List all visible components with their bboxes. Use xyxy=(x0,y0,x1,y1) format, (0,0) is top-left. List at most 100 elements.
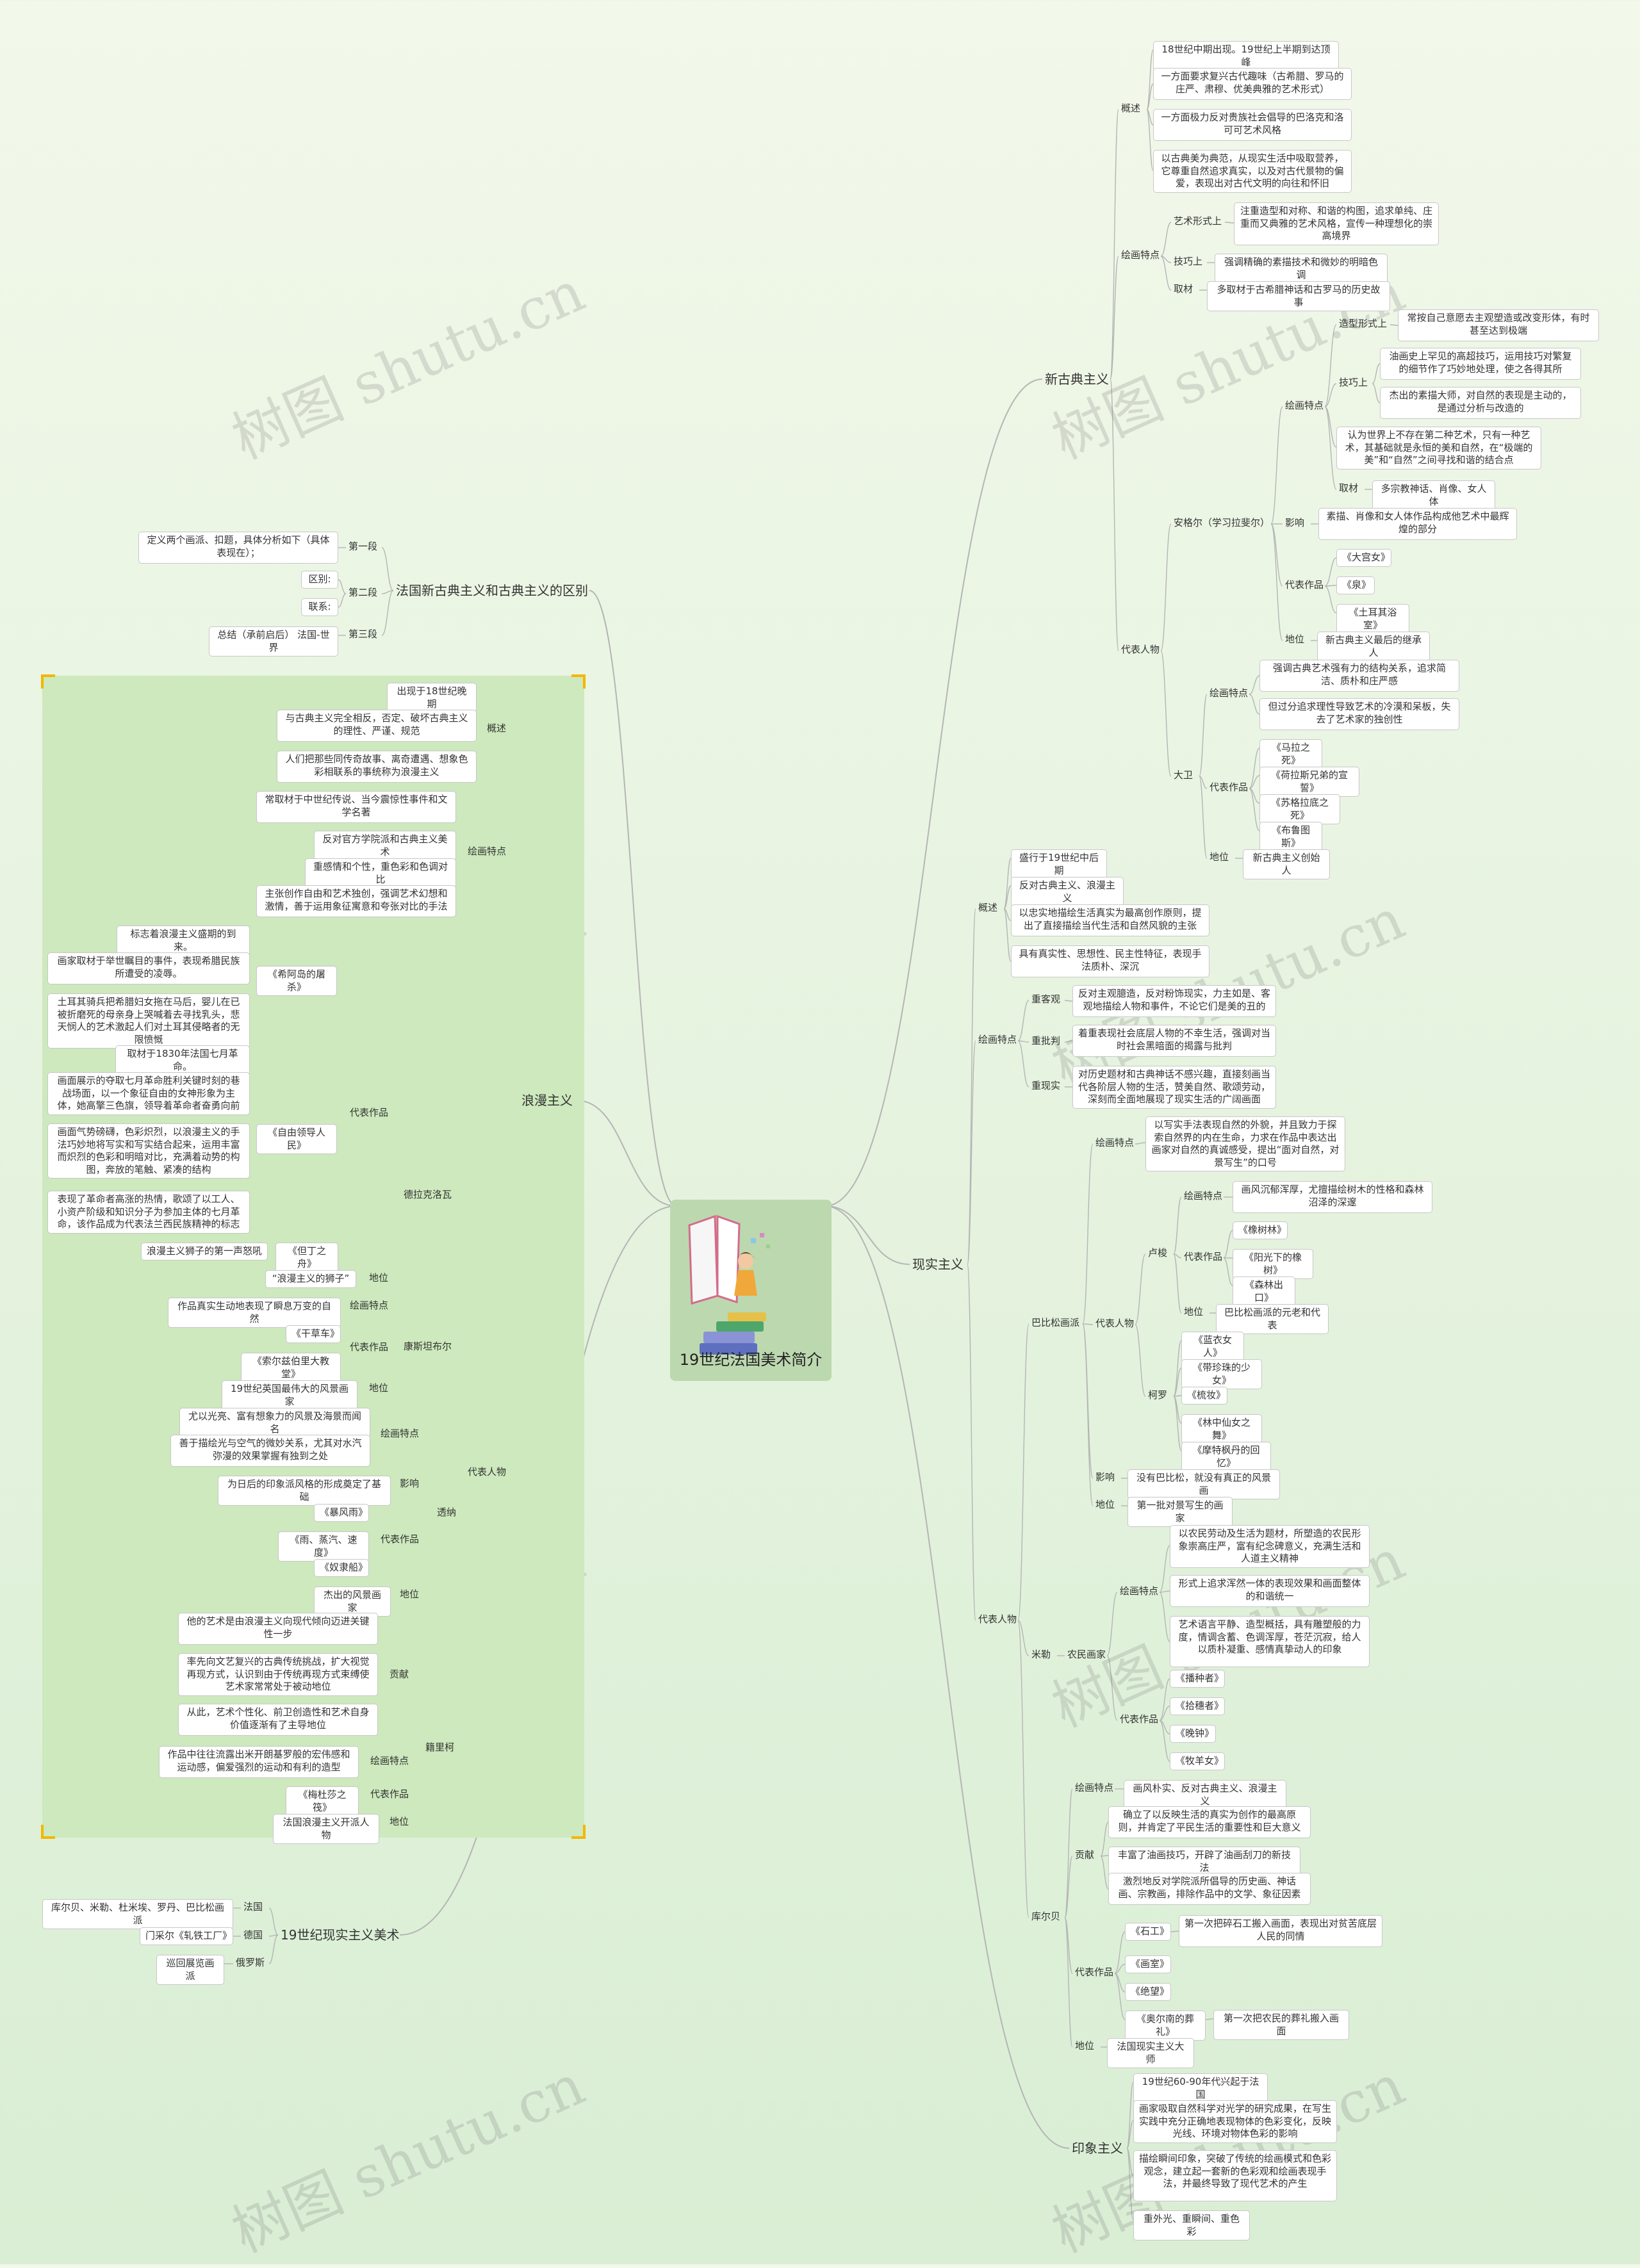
topic-leaf[interactable]: 反对古典主义、浪漫主义 xyxy=(1011,877,1124,907)
subtopic[interactable]: 地位 xyxy=(369,1272,389,1284)
topic-leaf[interactable]: 画家吸取自然科学对光学的研究成果，在写生实践中充分正确地表现物体的色彩变化，反映… xyxy=(1133,2100,1337,2143)
topic-leaf[interactable]: 素描、肖像和女人体作品构成他艺术中最辉煌的部分 xyxy=(1318,508,1517,540)
main-topic[interactable]: 浪漫主义 xyxy=(521,1093,573,1108)
topic-leaf[interactable]: 与古典主义完全相反，否定、破坏古典主义的理性、严谨、规范 xyxy=(277,710,477,742)
subtopic[interactable]: 第二段 xyxy=(348,587,378,598)
subtopic[interactable]: 农民画家 xyxy=(1067,1649,1106,1660)
topic-leaf[interactable]: 新古典主义最后的继承人 xyxy=(1317,632,1430,662)
subtopic[interactable]: 概述 xyxy=(487,722,507,734)
topic-leaf[interactable]: 《拾穗者》 xyxy=(1170,1697,1225,1715)
topic-leaf[interactable]: 主张创作自由和艺术独创，强调艺术幻想和激情，善于运用象征寓意和夸张对比的手法 xyxy=(256,885,456,917)
topic-leaf[interactable]: 《干草车》 xyxy=(286,1325,341,1343)
topic-leaf[interactable]: 法国浪漫主义开派人物 xyxy=(273,1814,379,1844)
topic-leaf[interactable]: 《梳妆》 xyxy=(1181,1387,1227,1405)
subtopic[interactable]: 贡献 xyxy=(390,1668,409,1680)
topic-leaf[interactable]: “浪漫主义的狮子” xyxy=(265,1270,356,1288)
topic-leaf[interactable]: 对历史题材和古典神话不感兴趣，直接刻画当代各阶层人物的生活，赞美自然、歌颂劳动，… xyxy=(1072,1066,1276,1109)
topic-leaf[interactable]: 多宗教神话、肖像、女人体 xyxy=(1372,480,1495,510)
topic-leaf[interactable]: 人们把那些同传奇故事、离奇遭遇、想象色彩相联系的事统称为浪漫主义 xyxy=(277,751,477,783)
topic-leaf[interactable]: 《但丁之舟》 xyxy=(275,1243,338,1273)
topic-leaf[interactable]: 19世纪60-90年代兴起于法国 xyxy=(1133,2073,1268,2103)
topic-leaf[interactable]: 他的艺术是由浪漫主义向现代倾向迈进关键性一步 xyxy=(178,1613,378,1645)
topic-leaf[interactable]: 杰出的素描大师，对自然的表现是主动的，是通过分析与改造的 xyxy=(1380,387,1581,419)
subtopic[interactable]: 地位 xyxy=(369,1382,389,1394)
topic-leaf[interactable]: 丰富了油画技巧，开辟了油画刮刀的新技法 xyxy=(1108,1847,1300,1877)
topic-leaf[interactable]: 巡回展览画派 xyxy=(156,1955,224,1985)
topic-leaf[interactable]: 《牧羊女》 xyxy=(1170,1752,1225,1770)
topic-leaf[interactable]: 一方面要求复兴古代趣味（古希腊、罗马的庄严、肃穆、优美典雅的艺术形式） xyxy=(1153,68,1352,100)
topic-leaf[interactable]: 联系: xyxy=(301,598,338,616)
topic-leaf[interactable]: 善于描绘光与空气的微妙关系，尤其对水汽弥漫的效果掌握有独到之处 xyxy=(170,1435,370,1467)
topic-leaf[interactable]: 形式上追求浑然一体的表现效果和画面整体的和谐统一 xyxy=(1170,1575,1370,1607)
topic-leaf[interactable]: 激烈地反对学院派所倡导的历史画、神话画、宗教画，排除作品中的文学、象征因素 xyxy=(1108,1873,1311,1905)
topic-leaf[interactable]: 新古典主义创始人 xyxy=(1243,849,1330,879)
topic-leaf[interactable]: 率先向文艺复兴的古典传统挑战，扩大视觉再现方式，认识到由于传统再现方式束缚使艺术… xyxy=(178,1653,378,1696)
topic-leaf[interactable]: 没有巴比松，就没有真正的风景画 xyxy=(1128,1469,1280,1499)
topic-leaf[interactable]: 《橡树林》 xyxy=(1233,1221,1288,1239)
topic-leaf[interactable]: 总结（承前启后） 法国-世界 xyxy=(209,626,338,657)
subtopic[interactable]: 概述 xyxy=(1121,102,1141,114)
topic-leaf[interactable]: 《森林出口》 xyxy=(1233,1277,1295,1307)
topic-leaf[interactable]: 反对主观臆造，反对粉饰现实，力主如是、客观地描绘人物和事件，不论它们是美的丑的 xyxy=(1072,985,1276,1017)
topic-leaf[interactable]: 注重造型和对称、和谐的构图，追求单纯、庄重而又典雅的艺术风格，宣传一种理想化的崇… xyxy=(1234,202,1439,245)
topic-leaf[interactable]: 《马拉之死》 xyxy=(1259,739,1322,769)
subtopic[interactable]: 代表人物 xyxy=(1121,644,1160,655)
topic-leaf[interactable]: 《晚钟》 xyxy=(1170,1725,1216,1743)
topic-leaf[interactable]: 但过分追求理性导致艺术的冷漠和呆板，失去了艺术家的独创性 xyxy=(1259,698,1459,730)
topic-leaf[interactable]: 盛行于19世纪中后期 xyxy=(1011,849,1107,879)
subtopic[interactable]: 代表作品 xyxy=(370,1788,409,1800)
subtopic[interactable]: 代表作品 xyxy=(1184,1251,1223,1262)
topic-leaf[interactable]: 常按自己意愿去主观塑造或改变形体，有时甚至达到极端 xyxy=(1398,309,1599,341)
topic-leaf[interactable]: 第一批对景写生的画家 xyxy=(1128,1497,1233,1527)
subtopic[interactable]: 重批判 xyxy=(1031,1035,1061,1047)
subtopic[interactable]: 巴比松画派 xyxy=(1031,1317,1080,1328)
subtopic[interactable]: 安格尔（学习拉斐尔） xyxy=(1174,517,1270,528)
topic-leaf[interactable]: 《梅杜莎之筏》 xyxy=(286,1786,359,1816)
main-topic[interactable]: 19世纪现实主义美术 xyxy=(281,1927,400,1943)
subtopic[interactable]: 艺术形式上 xyxy=(1174,215,1222,227)
topic-leaf[interactable]: 出现于18世纪晚期 xyxy=(387,683,477,713)
subtopic[interactable]: 绘画特点 xyxy=(1120,1585,1159,1597)
subtopic[interactable]: 地位 xyxy=(1210,851,1229,863)
subtopic[interactable]: 代表人物 xyxy=(978,1613,1017,1625)
topic-leaf[interactable]: 认为世界上不存在第二种艺术，只有一种艺术，其基础就是永恒的美和自然，在“极端的美… xyxy=(1336,427,1541,469)
subtopic[interactable]: 影响 xyxy=(1095,1471,1115,1483)
subtopic[interactable]: 代表作品 xyxy=(1120,1713,1159,1725)
topic-leaf[interactable]: 以忠实地描绘生活真实为最高创作原则，提出了直接描绘当代生活和自然风貌的主张 xyxy=(1011,904,1210,936)
topic-leaf[interactable]: 浪漫主义狮子的第一声怒吼 xyxy=(141,1243,268,1260)
topic-leaf[interactable]: 反对官方学院派和古典主义美术 xyxy=(314,831,456,861)
subtopic[interactable]: 地位 xyxy=(400,1588,420,1600)
topic-leaf[interactable]: 以古典美为典范，从现实生活中吸取营养，它尊重自然追求真实，以及对古代景物的偏爱，… xyxy=(1153,150,1352,193)
main-topic[interactable]: 新古典主义 xyxy=(1045,371,1109,387)
topic-leaf[interactable]: 描绘瞬间印象，突破了传统的绘画模式和色彩观念，建立起一套新的色彩观和绘画表现手法… xyxy=(1133,2150,1337,2201)
topic-leaf[interactable]: 第一次把农民的葬礼搬入画面 xyxy=(1213,2010,1349,2040)
topic-leaf[interactable]: 画风沉郁浑厚，尤擅描绘树木的性格和森林沼泽的深邃 xyxy=(1233,1181,1432,1213)
subtopic[interactable]: 绘画特点 xyxy=(1075,1782,1114,1793)
subtopic[interactable]: 代表人物 xyxy=(1095,1318,1135,1329)
subtopic[interactable]: 柯罗 xyxy=(1148,1389,1168,1401)
topic-leaf[interactable]: 《自由领导人民》 xyxy=(256,1124,337,1154)
topic-leaf[interactable]: 《泉》 xyxy=(1336,576,1375,594)
topic-leaf[interactable]: 《希阿岛的屠杀》 xyxy=(256,966,337,996)
topic-leaf[interactable]: 表现了革命者高涨的热情，歌颂了以工人、小资产阶级和知识分子为参加主体的七月革命，… xyxy=(47,1191,250,1234)
topic-leaf[interactable]: 画风朴实、反对古典主义、浪漫主义 xyxy=(1124,1780,1286,1810)
topic-leaf[interactable]: 重感情和个性，重色彩和色调对比 xyxy=(305,858,456,888)
topic-leaf[interactable]: 《阳光下的橡树》 xyxy=(1233,1249,1313,1279)
subtopic[interactable]: 代表作品 xyxy=(381,1533,420,1545)
topic-leaf[interactable]: 定义两个画派、扣题，具体分析如下（具体表现在）； xyxy=(138,532,338,564)
subtopic[interactable]: 重现实 xyxy=(1031,1080,1061,1091)
topic-leaf[interactable]: 库尔贝、米勒、杜米埃、罗丹、巴比松画派 xyxy=(42,1899,233,1929)
topic-leaf[interactable]: 《大宫女》 xyxy=(1336,549,1391,567)
subtopic[interactable]: 第三段 xyxy=(348,628,378,640)
subtopic[interactable]: 康斯坦布尔 xyxy=(404,1341,452,1352)
topic-leaf[interactable]: 确立了以反映生活的真实为创作的最高原则，并肯定了平民生活的重要性和巨大意义 xyxy=(1108,1806,1311,1838)
topic-leaf[interactable]: 尤以光亮、富有想象力的风景及海景而闻名 xyxy=(179,1408,370,1438)
subtopic[interactable]: 代表作品 xyxy=(350,1341,389,1353)
subtopic[interactable]: 重客观 xyxy=(1031,993,1061,1005)
topic-leaf[interactable]: 《荷拉斯兄弟的宣誓》 xyxy=(1259,767,1359,797)
topic-leaf[interactable]: 画面展示的夺取七月革命胜利关键时刻的巷战场面，以一个象征自由的女神形象为主体，她… xyxy=(47,1072,250,1115)
topic-leaf[interactable]: 《暴风雨》 xyxy=(314,1504,369,1522)
topic-leaf[interactable]: 作品中往往流露出米开朗基罗般的宏伟感和运动感，偏爱强烈的运动和有利的造型 xyxy=(159,1746,359,1778)
subtopic[interactable]: 贡献 xyxy=(1075,1849,1095,1861)
topic-leaf[interactable]: 艺术语言平静、造型概括，具有雕塑般的力度，情调含蓄、色调浑厚，苍茫沉寂，给人以质… xyxy=(1170,1616,1370,1667)
